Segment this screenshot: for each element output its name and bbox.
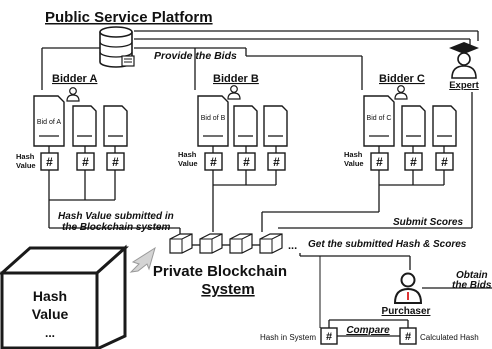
- database-icon: [99, 26, 135, 68]
- bid-doc-label-c: Bid of C: [367, 115, 392, 122]
- bid-document-b: [197, 95, 229, 147]
- svg-text:#: #: [273, 155, 280, 169]
- hash-cube: [0, 244, 129, 349]
- expert-label: Expert: [449, 80, 479, 91]
- storage-arrow: [129, 246, 156, 273]
- doc-copy-b1: [233, 105, 258, 147]
- purchaser-label: Purchaser: [382, 306, 431, 317]
- svg-text:#: #: [82, 155, 89, 169]
- bid-document-a: [33, 95, 65, 147]
- svg-text:#: #: [441, 155, 448, 169]
- person-icon-a: [66, 87, 80, 102]
- person-icon-c: [394, 85, 408, 100]
- get-submitted-label: Get the submitted Hash & Scores: [308, 239, 467, 250]
- expert-icon: [449, 42, 479, 79]
- doc-copy-a1: [72, 105, 97, 147]
- svg-text:#: #: [410, 155, 417, 169]
- bid-doc-label-b: Bid of B: [201, 115, 226, 122]
- blockchain-label: Private Blockchain: [153, 263, 287, 280]
- submit-scores-label: Submit Scores: [393, 217, 463, 228]
- bid-document-c: [363, 95, 395, 147]
- platform-lines: [41, 30, 479, 90]
- doc-copy-c1: [401, 105, 426, 147]
- chain-ellipsis: ...: [288, 240, 297, 252]
- provide-bids-label: Provide the Bids: [154, 50, 237, 62]
- svg-text:#: #: [243, 155, 250, 169]
- bidder-name-a: Bidder A: [52, 73, 97, 85]
- bidder-name-c: Bidder C: [379, 73, 425, 85]
- bidder-group-c: Bidder C Bid of C # # #: [261, 73, 457, 232]
- svg-text:#: #: [376, 155, 383, 169]
- svg-text:#: #: [112, 155, 119, 169]
- compare-label: Compare: [346, 325, 390, 336]
- bidder-group-a: Bidder A Bid of A # # #: [33, 73, 128, 201]
- svg-text:#: #: [210, 155, 217, 169]
- purchaser-icon: [393, 272, 423, 304]
- svg-text:#: #: [405, 331, 411, 343]
- calculated-hash-label: Calculated Hash: [420, 333, 479, 342]
- bidder-group-b: Bidder B Bid of B # # #: [197, 73, 288, 232]
- platform-title: Public Service Platform: [45, 9, 213, 26]
- bid-doc-label-a: Bid of A: [37, 119, 61, 126]
- blockchain-cubes: [169, 233, 283, 254]
- person-icon-b: [227, 85, 241, 100]
- doc-copy-b2: [263, 105, 288, 147]
- doc-copy-a2: [103, 105, 128, 147]
- svg-text:#: #: [326, 331, 332, 343]
- bidder-name-b: Bidder B: [213, 73, 259, 85]
- hash-in-system-label: Hash in System: [260, 333, 316, 342]
- doc-copy-c2: [432, 105, 457, 147]
- svg-text:#: #: [46, 155, 53, 169]
- svg-text:System: System: [201, 281, 254, 298]
